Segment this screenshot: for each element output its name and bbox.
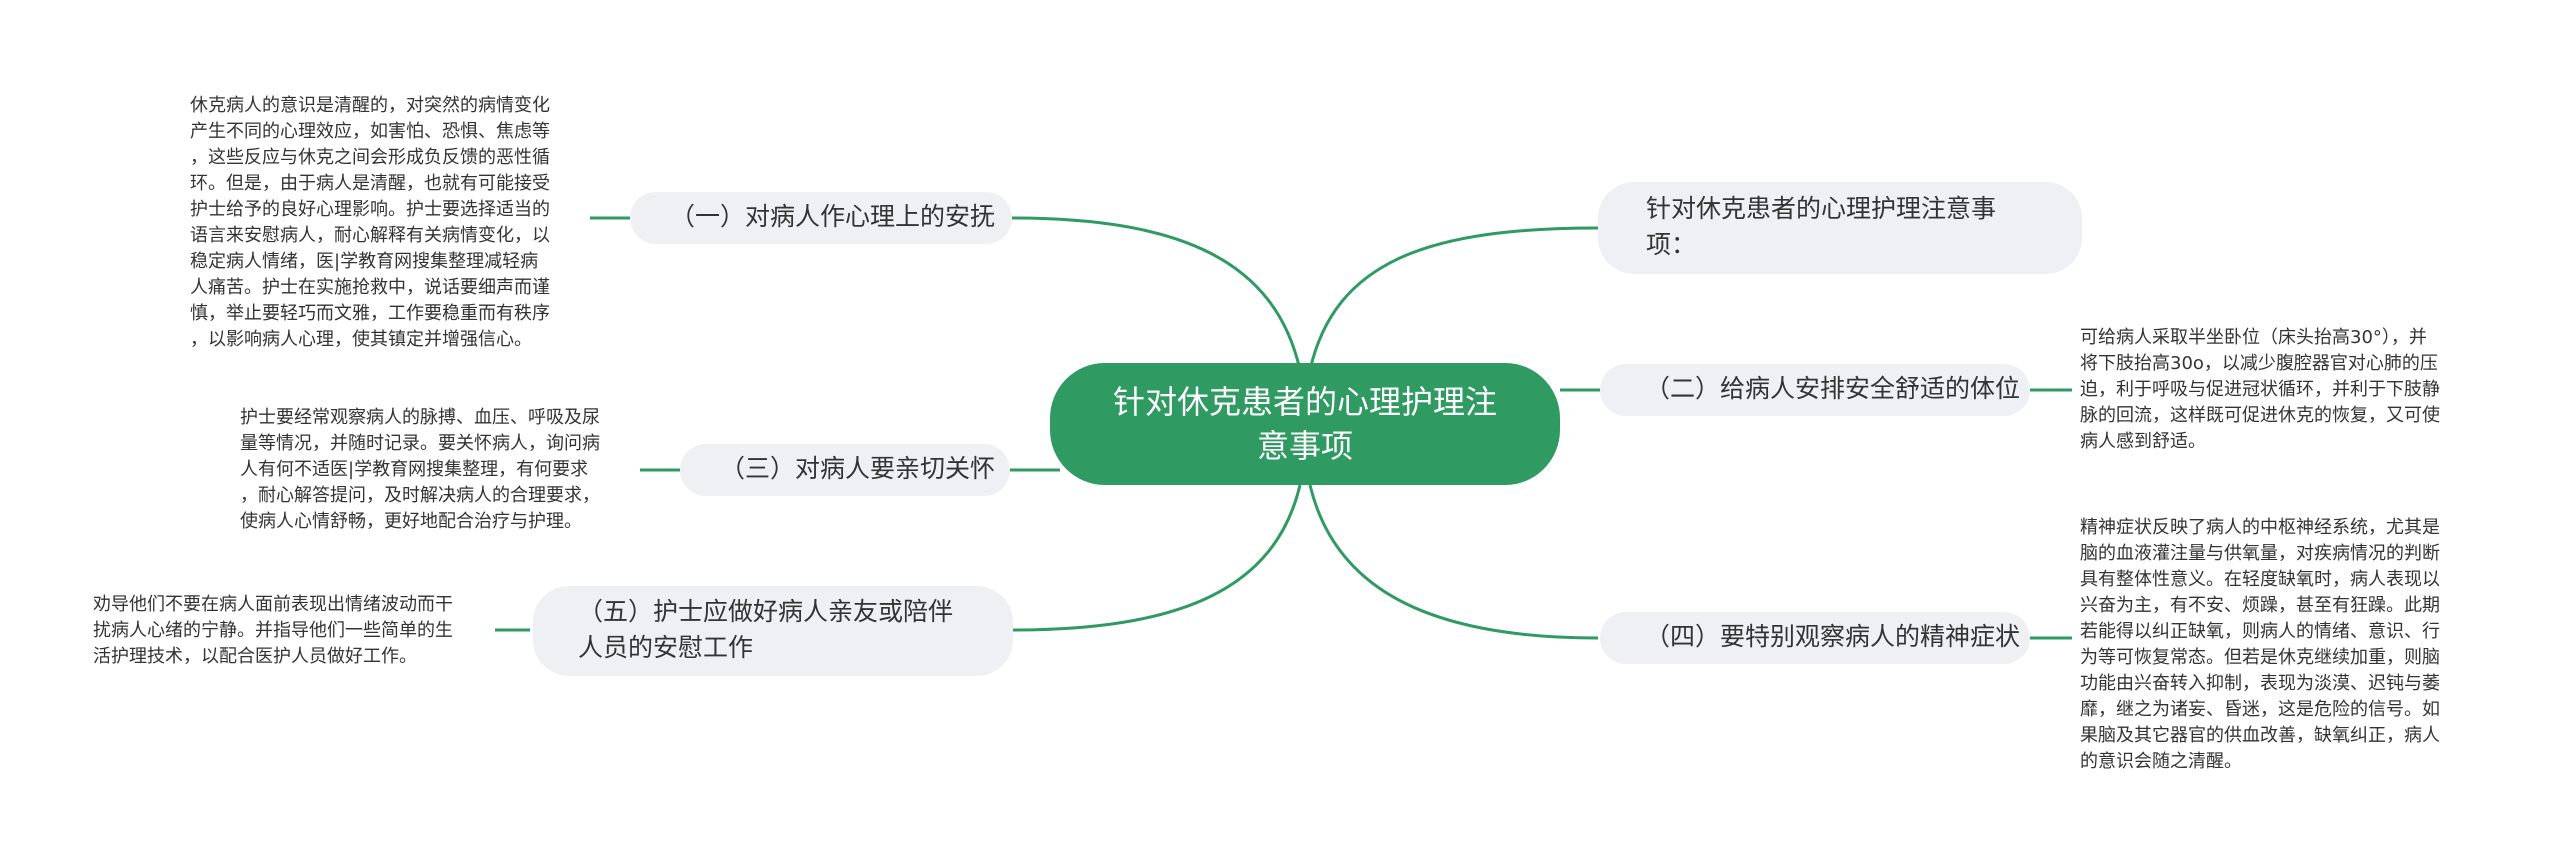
branch-node-3[interactable]: （三）对病人要亲切关怀 [680,444,1010,496]
branch-node-2[interactable]: （二）给病人安排安全舒适的体位 [1600,364,2030,416]
branch-node-r0-label: 针对休克患者的心理护理注意事项： [1646,194,1997,259]
central-topic-label: 针对休克患者的心理护理注意事项 [1112,383,1497,465]
branch-node-1-label: （一）对病人作心理上的安抚 [670,202,996,231]
branch-node-1[interactable]: （一）对病人作心理上的安抚 [630,192,1012,244]
branch-note-2: 可给病人采取半坐卧位（床头抬高30°），并 将下肢抬高30o，以减少腹腔器官对心… [2080,327,2440,452]
branch-note-3: 护士要经常观察病人的脉搏、血压、呼吸及尿 量等情况，并随时记录。要关怀病人，询问… [240,407,600,532]
link-center-b1 [1011,216,1302,371]
branch-note-5: 劝导他们不要在病人面前表现出情绪波动而干 扰病人心绪的宁静。并指导他们一些简单的… [93,594,453,667]
central-topic[interactable]: 针对休克患者的心理护理注意事项 [1050,363,1560,485]
link-center-r0 [1308,226,1599,371]
link-center-b5 [1011,484,1302,632]
branch-node-r0[interactable]: 针对休克患者的心理护理注意事项： [1598,182,2082,274]
branch-node-4-label: （四）要特别观察病人的精神症状 [1645,622,2021,651]
branch-note-4: 精神症状反映了病人的中枢神经系统，尤其是 脑的血液灌注量与供氧量，对疾病情况的判… [2080,517,2440,772]
branch-node-2-label: （二）给病人安排安全舒适的体位 [1645,374,2021,403]
branch-note-1: 休克病人的意识是清醒的，对突然的病情变化 产生不同的心理效应，如害怕、恐惧、焦虑… [190,95,550,350]
link-center-b4 [1308,484,1599,640]
branch-node-5-label: （五）护士应做好病人亲友或陪伴人员的安慰工作 [578,597,954,662]
branch-node-5[interactable]: （五）护士应做好病人亲友或陪伴人员的安慰工作 [533,586,1013,676]
branch-node-3-label: （三）对病人要亲切关怀 [720,454,996,483]
branch-node-4[interactable]: （四）要特别观察病人的精神症状 [1600,612,2030,664]
